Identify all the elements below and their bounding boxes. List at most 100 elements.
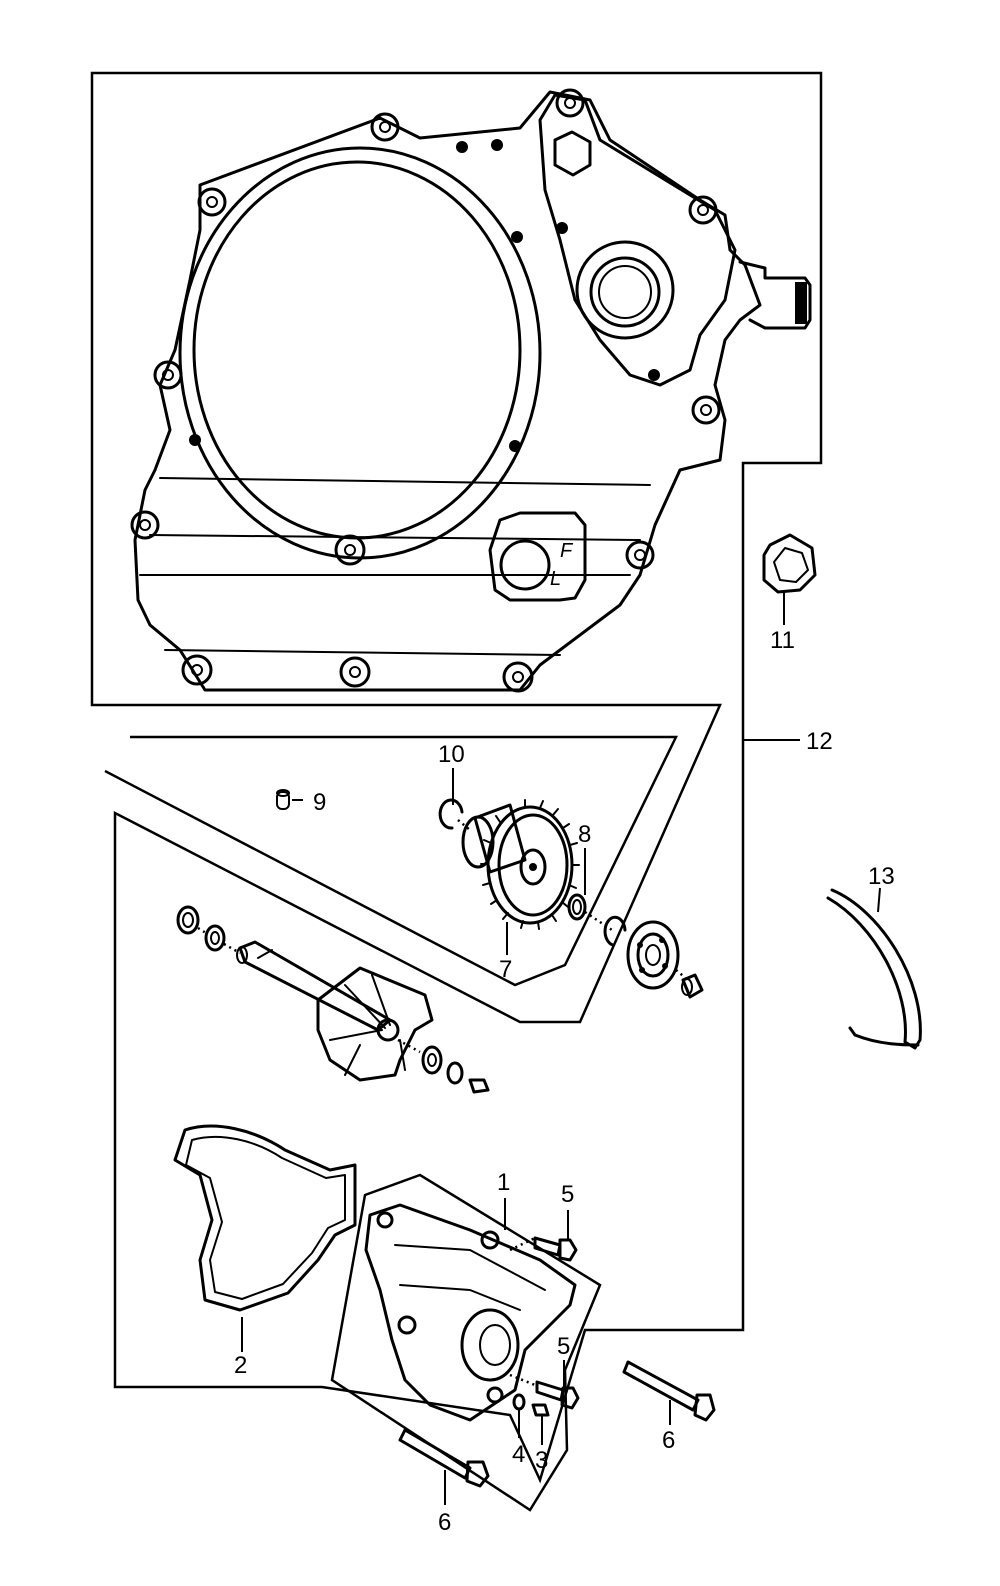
cap-hex — [773, 547, 809, 583]
callout-2: 2 — [234, 1352, 247, 1379]
shaft-end — [236, 946, 248, 964]
callout-9: 9 — [313, 789, 326, 816]
callout-7: 7 — [499, 956, 512, 983]
pump-shaft-seals — [176, 905, 241, 955]
impeller-vane — [329, 974, 406, 1076]
clutch-opening-outer — [178, 146, 542, 560]
crankcase-cover-assembly-frame — [90, 71, 823, 1484]
bolt-lug — [162, 369, 174, 381]
cover-bolt-lugs — [130, 88, 721, 693]
bolt-shank — [533, 1236, 562, 1257]
boss-inner — [598, 265, 652, 319]
bolt-head — [558, 1238, 578, 1262]
part-11-filler-cap — [762, 533, 817, 594]
impeller-nut — [468, 1078, 490, 1094]
bearing-ball — [637, 942, 643, 948]
bushing-body — [681, 973, 704, 999]
side-shaft-stub — [738, 260, 812, 330]
impeller-hub — [376, 1018, 400, 1042]
bolt-hole — [491, 139, 503, 151]
callout-11: 11 — [770, 627, 795, 654]
callout-13: 13 — [868, 863, 895, 890]
bearing-circlip — [603, 915, 627, 947]
cover-arm — [538, 93, 737, 387]
side-shaft-end — [795, 282, 807, 324]
bolt-lug — [512, 671, 524, 683]
pump-shaft-impeller — [236, 940, 434, 1082]
impeller-fasteners — [397, 1038, 490, 1094]
boss-middle — [589, 256, 661, 328]
bolt-hole — [511, 231, 523, 243]
part-4-sealing-washer — [512, 1393, 526, 1411]
callout-5-upper: 5 — [561, 1181, 574, 1208]
bolt-lug — [370, 112, 400, 142]
bolt-lug — [206, 196, 218, 208]
window-mark-upper: F — [560, 540, 574, 562]
part-6-long-bolt-left — [398, 1428, 490, 1488]
bolt-lug — [688, 195, 718, 225]
cover-rib-middle — [149, 534, 641, 541]
callout-1: 1 — [497, 1169, 510, 1196]
part-1-water-pump-cover — [364, 1203, 577, 1422]
gear-hub-face — [461, 815, 495, 869]
callout-6-left: 6 — [438, 1509, 451, 1536]
bolt-lug — [130, 510, 160, 540]
part-2-gasket-inner — [185, 1135, 346, 1300]
part-2-pump-cover-gasket — [173, 1124, 357, 1312]
shaft-gear-subgroup-frame — [104, 735, 678, 987]
cover-flange-bottom — [164, 649, 561, 656]
bolt-lug — [197, 187, 227, 217]
pump-cover-lug — [486, 1386, 504, 1404]
part-5-flange-bolt-lower — [509, 1373, 580, 1410]
bolt-lug — [502, 661, 534, 693]
bearing-ball — [659, 937, 665, 943]
bolt-lug — [700, 404, 712, 416]
bolt-hole — [648, 369, 660, 381]
callout-4: 4 — [512, 1441, 525, 1468]
bolt-hole — [509, 440, 521, 452]
group-frames — [90, 71, 823, 1512]
assembly-axis-bolt-5-upper — [509, 1236, 536, 1252]
callout-12: 12 — [806, 728, 833, 755]
inspection-window-frame — [488, 511, 587, 602]
leader-13 — [877, 887, 881, 913]
pump-shaft — [238, 940, 392, 1032]
bolt-lug — [697, 204, 709, 216]
bolt-lug — [191, 664, 203, 676]
bolt-lug — [625, 540, 655, 570]
impeller-washer — [421, 1045, 443, 1075]
part-13-hose — [826, 888, 922, 1050]
dowel-end — [276, 789, 290, 797]
bolt-head — [465, 1460, 490, 1488]
mechanical-seal-inner — [210, 931, 220, 945]
part-9-dowel-pin — [276, 789, 290, 810]
pump-cover-pipe — [394, 1244, 546, 1311]
callout-5-lower: 5 — [557, 1333, 570, 1360]
bolt-head — [560, 1386, 580, 1410]
callout-leaders — [241, 592, 881, 1505]
gear-teeth — [480, 799, 580, 930]
bushing — [681, 973, 704, 999]
mechanical-seal — [204, 924, 226, 952]
callout-6-right: 6 — [662, 1427, 675, 1454]
assembly-axis-bolt-5-lower — [509, 1373, 536, 1387]
pump-cover-lug — [480, 1230, 500, 1250]
callout-numbers: 1 2 3 4 5 5 6 6 7 8 9 10 11 12 13 — [234, 627, 895, 1536]
gear-body — [497, 813, 569, 917]
pump-cover-body — [364, 1203, 577, 1422]
callout-3: 3 — [535, 1447, 548, 1474]
bolt-lug — [181, 654, 213, 686]
window-mark-lower: L — [550, 568, 561, 590]
impeller-washer-hole — [427, 1053, 437, 1067]
crankcase-cover: F L — [130, 88, 812, 693]
bolt-lug — [334, 534, 366, 566]
bolt-shank — [535, 1380, 565, 1402]
inspection-window-lens — [499, 539, 551, 591]
bolt-lug — [555, 88, 585, 118]
gear-center-boss — [519, 848, 547, 886]
cover-rib-upper — [159, 477, 651, 486]
bolt-hole — [189, 434, 201, 446]
water-pump-cover-subgroup-frame — [330, 1173, 602, 1512]
bolt-shank — [398, 1428, 472, 1480]
